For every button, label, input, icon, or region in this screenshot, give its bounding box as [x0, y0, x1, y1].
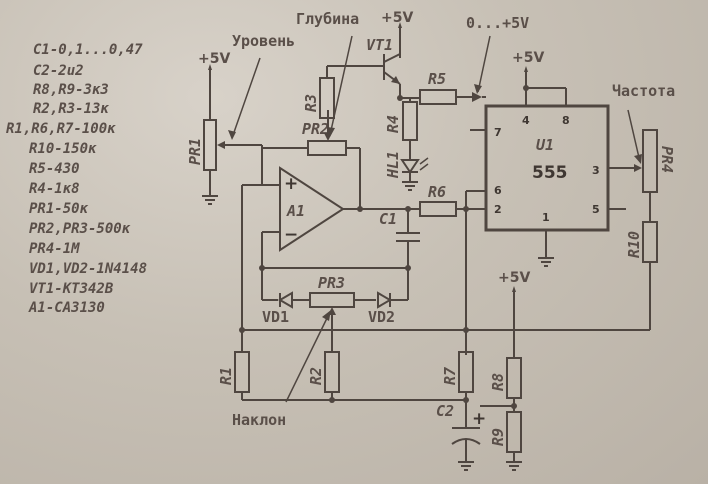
- level-arrow: [231, 57, 261, 139]
- r2-body: [324, 351, 340, 393]
- hl1-diode: [400, 159, 420, 174]
- vd1-label: VD1: [262, 308, 289, 326]
- spec-line: PR4-1M: [29, 241, 80, 257]
- pin-6: 6: [494, 184, 502, 197]
- spec-line: R2,R3-13к: [33, 101, 109, 117]
- opamp-triangle: [279, 166, 345, 252]
- pr3-label: PR3: [318, 274, 345, 292]
- frequency-title: Частота: [612, 82, 675, 100]
- r5-label: R5: [428, 70, 446, 88]
- bottom-network: R1 R2 R7 C2 +: [217, 184, 650, 471]
- pr2-label: PR2: [302, 120, 329, 138]
- pr1-supply-label: +5V: [198, 51, 230, 67]
- opamp-minus: −: [284, 225, 298, 245]
- pr1-body: [203, 119, 217, 171]
- hl1-label: HL1: [384, 151, 402, 179]
- r10-body: [642, 221, 658, 263]
- spec-line: VT1-KT342B: [29, 281, 114, 297]
- r4-label: R4: [384, 115, 402, 133]
- a1-label: A1: [286, 202, 305, 220]
- vd1-diode: [278, 291, 293, 309]
- spec-line: R4-1к8: [29, 181, 80, 197]
- output-title: 0...+5V: [466, 14, 529, 32]
- level-title: Уровень: [232, 32, 295, 50]
- spec-line: A1-CA3130: [28, 300, 105, 316]
- u1-label: U1: [536, 136, 554, 154]
- r6-label: R6: [428, 183, 446, 201]
- pr4-label: PR4: [658, 146, 676, 173]
- r8-label: R8: [489, 373, 507, 391]
- pin-2: 2: [494, 203, 502, 216]
- pr3-body: [309, 292, 355, 308]
- pin-5: 5: [592, 203, 600, 216]
- r1-label: R1: [217, 367, 235, 385]
- spec-line: R5-430: [29, 161, 80, 177]
- pr4-wiper-arrow: [634, 164, 642, 172]
- depth-arrow: [329, 35, 353, 136]
- vd2-label: VD2: [368, 308, 395, 326]
- spec-line: VD1,VD2-1N4148: [29, 261, 147, 277]
- spec-line: PR2,PR3-500к: [29, 221, 131, 237]
- r6-body: [419, 201, 457, 217]
- frequency-arrow: [627, 109, 641, 163]
- r1-body: [234, 351, 250, 393]
- transistor-vt1: +5V VT1: [366, 10, 420, 101]
- r5-output: R5 0...+5V: [419, 14, 529, 105]
- opamp-plus: +: [284, 174, 298, 194]
- opamp-a1: + − A1: [261, 166, 345, 268]
- r9-label: R9: [489, 428, 507, 446]
- spec-line: C1-0,1...0,47: [33, 42, 143, 58]
- r4-led-branch: R4 HL1: [384, 98, 429, 191]
- pin-3: 3: [592, 164, 600, 177]
- vt1-label: VT1: [366, 36, 393, 54]
- pin-1: 1: [542, 211, 550, 224]
- output-arrow: [477, 35, 491, 93]
- r8-supply-label: +5V: [498, 270, 530, 286]
- timer-u1: +5V 4 8 7 6 2 1 3 5 U1 555: [470, 50, 630, 267]
- slope-title: Наклон: [232, 411, 286, 429]
- r4-body: [402, 101, 418, 141]
- c1-capacitor: C1: [343, 206, 420, 268]
- r10-label: R10: [625, 231, 643, 258]
- pr1-wiper-arrow: [217, 141, 225, 149]
- pr1-potentiometer: +5V PR1 Уровень: [186, 32, 295, 205]
- r3-label: R3: [302, 94, 320, 112]
- c2-plus: +: [472, 409, 486, 429]
- r2-label: R2: [307, 367, 325, 385]
- c1-label: C1: [379, 210, 397, 228]
- pr2-body: [307, 140, 347, 156]
- pr4-body: [642, 129, 658, 193]
- depth-title: Глубина: [296, 10, 359, 28]
- spec-line: PR1-50к: [29, 201, 89, 217]
- pr4-frequency: PR4 R10 Частота: [612, 82, 676, 330]
- slope-network: VD1 PR3 VD2 Наклон: [232, 265, 411, 429]
- r9-body: [506, 411, 522, 453]
- spec-line: R8,R9-3к3: [33, 82, 109, 98]
- pin-7: 7: [494, 126, 502, 139]
- vt1-supply-label: +5V: [381, 10, 413, 26]
- vd2-diode: [377, 291, 392, 309]
- spec-line: C2-2u2: [33, 63, 84, 79]
- component-list: C1-0,1...0,47 C2-2u2 R8,R9-3к3 R2,R3-13к…: [6, 42, 147, 316]
- u1-supply-label: +5V: [512, 50, 544, 66]
- pin-8: 8: [562, 114, 570, 127]
- r8-body: [506, 357, 522, 399]
- c2-label: C2: [436, 402, 454, 420]
- r5-body: [419, 89, 457, 105]
- spec-line: R10-150к: [29, 141, 97, 157]
- chip-type: 555: [532, 163, 568, 183]
- spec-line: R1,R6,R7-100к: [6, 121, 116, 137]
- pr1-supply-arrow: [208, 64, 212, 70]
- pr1-label: PR1: [186, 138, 204, 165]
- r7-label: R7: [441, 367, 459, 385]
- pr2-potentiometer: PR2 R3 Глубина: [262, 10, 384, 209]
- slope-arrow: [285, 311, 331, 403]
- r7-body: [458, 351, 474, 393]
- pin-4: 4: [522, 114, 530, 127]
- r8-r9-divider: +5V R8 R9: [480, 270, 530, 471]
